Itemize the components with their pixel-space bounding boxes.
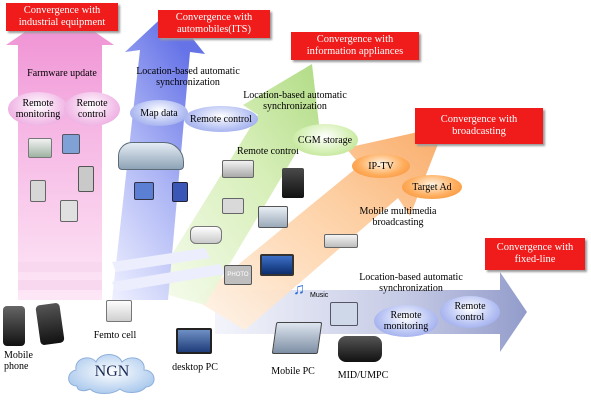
desktop-pc-label: desktop PC bbox=[172, 362, 218, 373]
remote-control-oval-fixed: Remote control bbox=[440, 296, 500, 328]
base-stripe bbox=[112, 264, 226, 292]
appliance-icon bbox=[62, 134, 80, 154]
mid-umpc-icon bbox=[338, 336, 382, 362]
base-stripe bbox=[112, 248, 210, 272]
mobile-pc-icon bbox=[271, 322, 323, 354]
location-sync-label-info: Location-based automatic synchronization bbox=[243, 90, 347, 112]
mobile-multimedia-label: Mobile multimedia broadcasting bbox=[359, 206, 437, 228]
convergence-automobiles-box: Convergence with automobiles(ITS) bbox=[158, 10, 270, 38]
base-stripe bbox=[18, 280, 102, 290]
location-sync-label-auto: Location-based automatic synchronization bbox=[136, 66, 240, 88]
map-data-oval: Map data bbox=[130, 100, 188, 126]
base-stripe bbox=[18, 262, 102, 272]
info-appliances-arrow bbox=[150, 64, 322, 305]
femto-cell-icon bbox=[106, 300, 132, 322]
cgm-storage-oval: CGM storage bbox=[292, 124, 358, 156]
set-top-box-icon bbox=[324, 234, 358, 248]
vending-icon bbox=[60, 200, 78, 222]
photo-frame-icon: PHOTO bbox=[224, 265, 252, 285]
navigation-device-icon bbox=[134, 182, 154, 200]
mobile-pc-label: Mobile PC bbox=[271, 366, 315, 377]
car-nav-icon bbox=[172, 182, 188, 202]
laptop-icon bbox=[258, 206, 288, 228]
camera-icon bbox=[222, 160, 254, 178]
tv-icon bbox=[260, 254, 294, 276]
meter-icon bbox=[30, 180, 46, 202]
mobile-phone-label: Mobile phone bbox=[4, 350, 33, 372]
portable-game-icon bbox=[190, 226, 222, 244]
ngn-label: NGN bbox=[94, 363, 130, 380]
firmware-update-label: Farmware update bbox=[27, 68, 97, 79]
remote-control-oval: Remote control bbox=[64, 92, 120, 126]
ngn-cloud bbox=[68, 354, 155, 394]
convergence-fixed-line-box: Convergence with fixed-line bbox=[485, 238, 585, 270]
house-icon bbox=[28, 138, 52, 158]
remote-monitoring-oval: Remote monitoring bbox=[8, 92, 68, 126]
convergence-info-appliances-box: Convergence with information appliances bbox=[291, 32, 419, 60]
target-ad-oval: Target Ad bbox=[402, 175, 462, 199]
game-console-icon bbox=[282, 168, 304, 198]
car-image bbox=[118, 142, 184, 170]
drawing-tablet-icon bbox=[330, 302, 358, 326]
music-note-icon: ♫ bbox=[293, 281, 305, 298]
femto-cell-label: Femto cell bbox=[93, 330, 137, 341]
iptv-oval: IP-TV bbox=[352, 154, 410, 178]
industrial-arrow bbox=[6, 8, 114, 300]
location-sync-label-fixed: Location-based automatic synchronization bbox=[359, 272, 463, 294]
remote-control-oval-auto: Remote control bbox=[184, 106, 258, 132]
mid-umpc-label: MID/UMPC bbox=[337, 370, 389, 381]
music-label: Music bbox=[310, 292, 329, 299]
remote-control-label-info: Remote control bbox=[237, 146, 299, 157]
desktop-pc-icon bbox=[176, 328, 212, 354]
digital-camera-icon bbox=[222, 198, 244, 214]
convergence-industrial-box: Convergence with industrial equipment bbox=[6, 3, 118, 31]
convergence-broadcasting-box: Convergence with broadcasting bbox=[415, 108, 543, 144]
machine-icon bbox=[78, 166, 94, 192]
mobile-phone-icon bbox=[3, 306, 25, 346]
remote-monitoring-oval-fixed: Remote monitoring bbox=[374, 305, 438, 337]
